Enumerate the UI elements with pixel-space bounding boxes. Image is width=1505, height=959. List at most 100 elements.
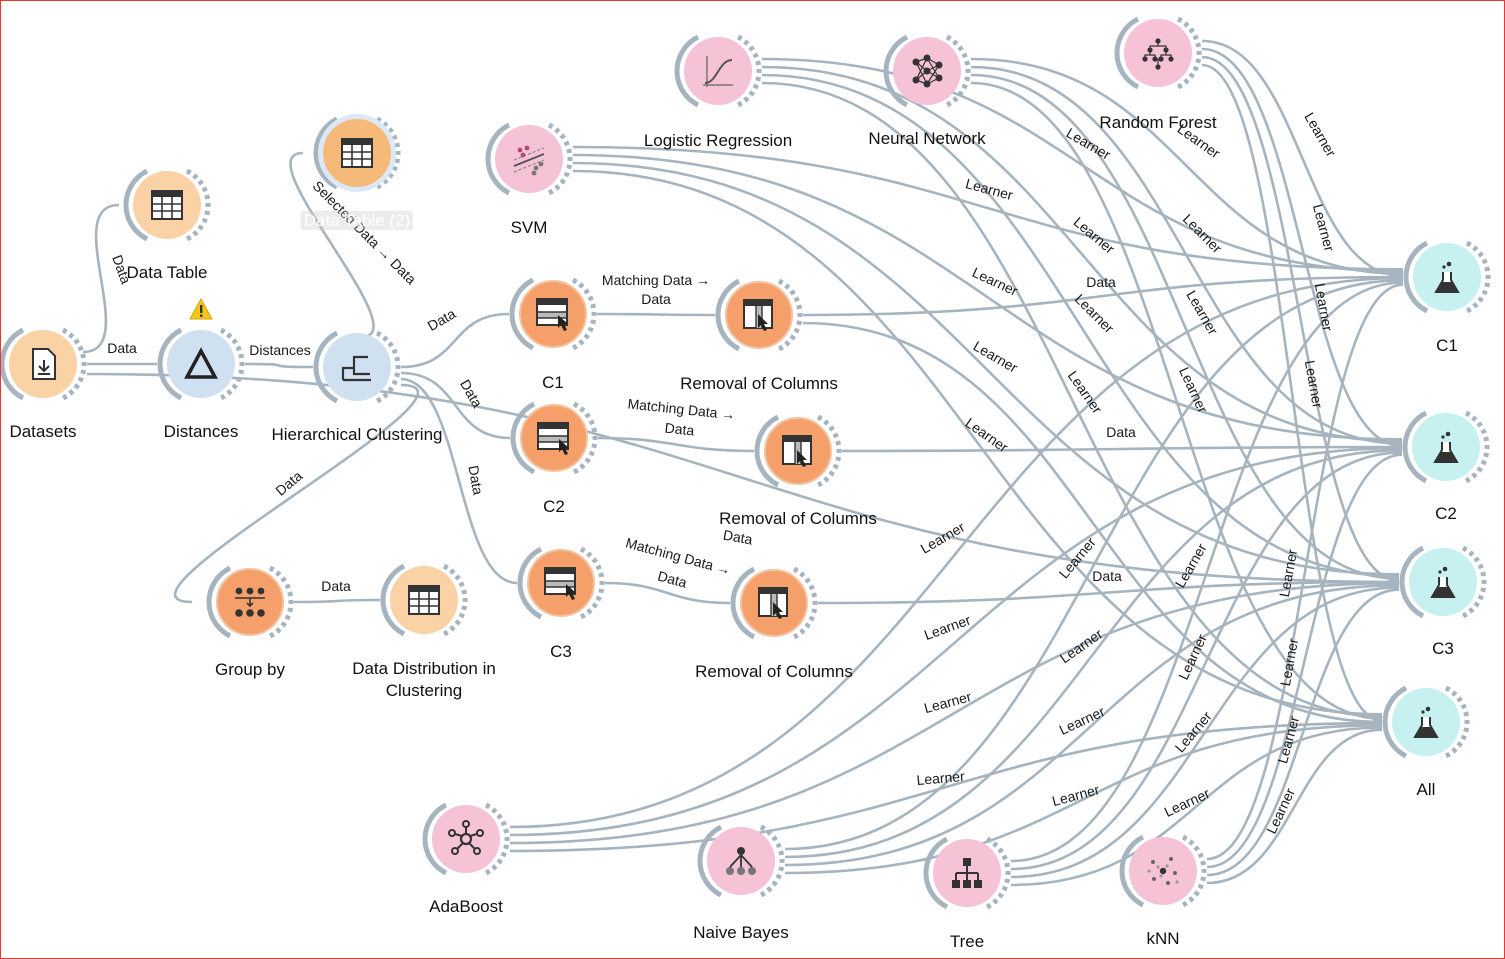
node-frame xyxy=(1119,834,1207,908)
c3-select-label: C3 xyxy=(550,642,572,661)
link-svm-test-c2[interactable] xyxy=(572,153,1403,441)
link-naive-bayes-test-all[interactable] xyxy=(784,724,1383,875)
link-clustering-c3[interactable] xyxy=(400,377,518,585)
edge-label-learner-6: Learner xyxy=(1310,202,1338,253)
table-icon xyxy=(341,138,373,168)
select-columns-icon xyxy=(758,587,788,619)
node-disc xyxy=(519,280,587,348)
node-frame xyxy=(715,278,803,352)
node-disc xyxy=(323,119,391,187)
link-naive-bayes-test-c2[interactable] xyxy=(784,449,1403,859)
group-by-node[interactable] xyxy=(206,562,294,642)
select-rows-icon xyxy=(544,567,576,600)
tree-icon xyxy=(952,858,982,888)
link-c2-removal-2[interactable] xyxy=(597,436,755,453)
link-distances-clustering[interactable] xyxy=(244,362,314,369)
test-c2-label: C2 xyxy=(1435,504,1457,523)
removal-2-node[interactable] xyxy=(754,411,842,491)
edge-label-learner-28: Learner xyxy=(916,768,966,788)
link-adaboost-test-c3[interactable] xyxy=(509,581,1400,845)
link-adaboost-test-c2[interactable] xyxy=(509,446,1403,837)
link-c1-removal-1[interactable] xyxy=(596,312,716,317)
warning-icon[interactable] xyxy=(189,297,213,325)
link-clustering-c2[interactable] xyxy=(400,371,511,440)
link-random-forest-test-c2[interactable] xyxy=(1201,47,1403,448)
neural-network-node[interactable] xyxy=(883,31,971,111)
svm-node[interactable] xyxy=(485,119,573,199)
link-clustering-group-by[interactable] xyxy=(173,383,420,604)
test-c2-node[interactable] xyxy=(1402,407,1490,487)
link-svm-test-c1[interactable] xyxy=(572,145,1404,271)
c2-select-node[interactable] xyxy=(510,398,598,478)
data-distribution-label-line2: Clustering xyxy=(385,681,463,700)
link-knn-test-c3[interactable] xyxy=(1206,588,1400,877)
datasets-node[interactable] xyxy=(1,324,87,404)
link-naive-bayes-test-c3[interactable] xyxy=(784,584,1400,867)
logistic-regression-node[interactable] xyxy=(674,31,762,111)
distances-label: Distances xyxy=(163,422,239,441)
link-removal-2-test-c2[interactable] xyxy=(841,445,1403,453)
node-disc xyxy=(1413,243,1481,311)
link-removal-3-test-c3[interactable] xyxy=(817,580,1400,605)
link-neural-network-test-all[interactable] xyxy=(970,81,1383,720)
node-disc xyxy=(390,566,458,634)
link-random-forest-test-c3[interactable] xyxy=(1201,55,1400,583)
adaboost-node[interactable] xyxy=(422,799,510,879)
link-random-forest-test-c1[interactable] xyxy=(1201,39,1404,278)
hierarchical-clustering-node[interactable] xyxy=(313,327,401,407)
svm-icon xyxy=(513,145,545,176)
node-disc xyxy=(725,281,793,349)
removal-1-node[interactable] xyxy=(715,275,803,355)
link-clustering-data-table-2[interactable] xyxy=(289,151,375,339)
test-c1-node[interactable] xyxy=(1403,237,1491,317)
naive-bayes-node[interactable] xyxy=(697,821,785,901)
link-tree-test-c2[interactable] xyxy=(1010,451,1403,871)
link-clustering-c1[interactable] xyxy=(400,312,510,369)
node-frame xyxy=(923,836,1011,910)
data-table-node[interactable] xyxy=(123,165,211,245)
node-frame xyxy=(313,116,401,190)
link-logistic-regression-test-c3[interactable] xyxy=(761,73,1400,578)
test-c3-node[interactable] xyxy=(1399,542,1487,622)
link-adaboost-test-all[interactable] xyxy=(509,721,1383,853)
link-c3-removal-3[interactable] xyxy=(604,581,731,605)
link-tree-test-all[interactable] xyxy=(1010,726,1383,887)
link-adaboost-test-c1[interactable] xyxy=(509,276,1404,829)
random-forest-node[interactable] xyxy=(1114,13,1202,93)
c1-select-node[interactable] xyxy=(509,274,597,354)
edge-label-learner-11: Learner xyxy=(971,338,1021,376)
data-table-2-node[interactable] xyxy=(313,113,401,193)
distances-node[interactable] xyxy=(157,324,245,404)
link-tree-test-c1[interactable] xyxy=(1010,281,1404,863)
edge-label-matching-2a: Matching Data → xyxy=(627,395,736,422)
tree-node[interactable] xyxy=(923,833,1011,913)
test-all-node[interactable] xyxy=(1382,682,1470,762)
knn-node[interactable] xyxy=(1119,831,1207,911)
link-random-forest-test-all[interactable] xyxy=(1201,63,1383,723)
node-disc xyxy=(167,330,235,398)
edge-label-learner-3: Learner xyxy=(964,175,1015,203)
removal-3-node[interactable] xyxy=(730,563,818,643)
link-knn-test-c1[interactable] xyxy=(1206,283,1404,861)
link-logistic-regression-test-c2[interactable] xyxy=(761,65,1403,443)
link-knn-test-all[interactable] xyxy=(1206,728,1383,885)
node-frame xyxy=(517,546,605,620)
link-logistic-regression-test-all[interactable] xyxy=(761,81,1383,718)
link-naive-bayes-test-c1[interactable] xyxy=(784,279,1404,851)
link-svm-test-all[interactable] xyxy=(572,169,1383,716)
link-group-by-distribution[interactable] xyxy=(293,598,381,604)
c3-select-node[interactable] xyxy=(517,543,605,623)
link-tree-test-c3[interactable] xyxy=(1010,586,1400,879)
link-svm-test-c3[interactable] xyxy=(572,161,1400,576)
naive-bayes-label: Naive Bayes xyxy=(693,923,789,942)
link-neural-network-test-c3[interactable] xyxy=(970,73,1400,580)
link-datasets-data-table[interactable] xyxy=(82,203,120,354)
data-distribution-node[interactable] xyxy=(380,560,468,640)
removal-2-label: Removal of Columns xyxy=(719,509,877,528)
link-knn-test-c2[interactable] xyxy=(1206,453,1403,869)
bayes-icon xyxy=(726,847,756,875)
edge-label-removal-1-out: Data xyxy=(1086,274,1116,290)
link-neural-network-test-c1[interactable] xyxy=(970,57,1404,275)
